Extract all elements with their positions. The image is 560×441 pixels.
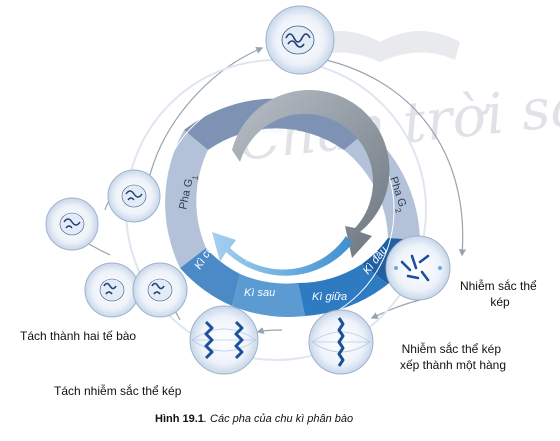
label-split: Tách thành hai tế bào: [20, 329, 136, 343]
cell-g1: [107, 169, 161, 223]
label-separate: Tách nhiễm sắc thể kép: [54, 383, 182, 398]
division-arrow: Pha phân bào: [212, 232, 352, 276]
label-metaphase: Kì giữa: [312, 291, 347, 303]
cell-anaphase: [189, 305, 259, 375]
cell-g1-daughter: [45, 197, 99, 251]
division-arrow-label: Pha phân bào: [246, 258, 284, 264]
interphase-arrow: Kì trung gian: [232, 89, 390, 258]
ring-segment-g1: [165, 130, 208, 268]
label-chromosome-align-line1: Nhiễm sắc thể kép: [402, 341, 502, 356]
label-chromosome-double-line2: kép: [490, 295, 510, 309]
cell-metaphase: [308, 309, 374, 375]
label-chromosome-double: Nhiễm sắc thể kép: [460, 278, 540, 309]
cell-prophase: [385, 235, 451, 301]
cell-telophase: [84, 262, 188, 318]
caption-number: Hình 19.1: [155, 413, 204, 425]
label-anaphase: Kì sau: [244, 287, 275, 299]
interphase-arrow-label: Kì trung gian: [263, 129, 298, 135]
cycle-path: [78, 46, 467, 334]
ring-segment-telophase: [180, 248, 240, 306]
label-chromosome-align: Nhiễm sắc thể kép xếp thành một hàng: [400, 341, 506, 372]
ring-segment-metaphase: [298, 264, 388, 316]
ring-segment-anaphase: [232, 274, 305, 317]
figure-caption: Hình 19.1. Các pha của chu kì phân bào: [155, 413, 353, 425]
label-chromosome-double-line1: Nhiễm sắc thể: [460, 278, 537, 293]
cell-s-phase: [265, 5, 335, 75]
label-chromosome-align-line2: xếp thành một hàng: [400, 358, 506, 372]
caption-text: . Các pha của chu kì phân bào: [204, 413, 353, 425]
